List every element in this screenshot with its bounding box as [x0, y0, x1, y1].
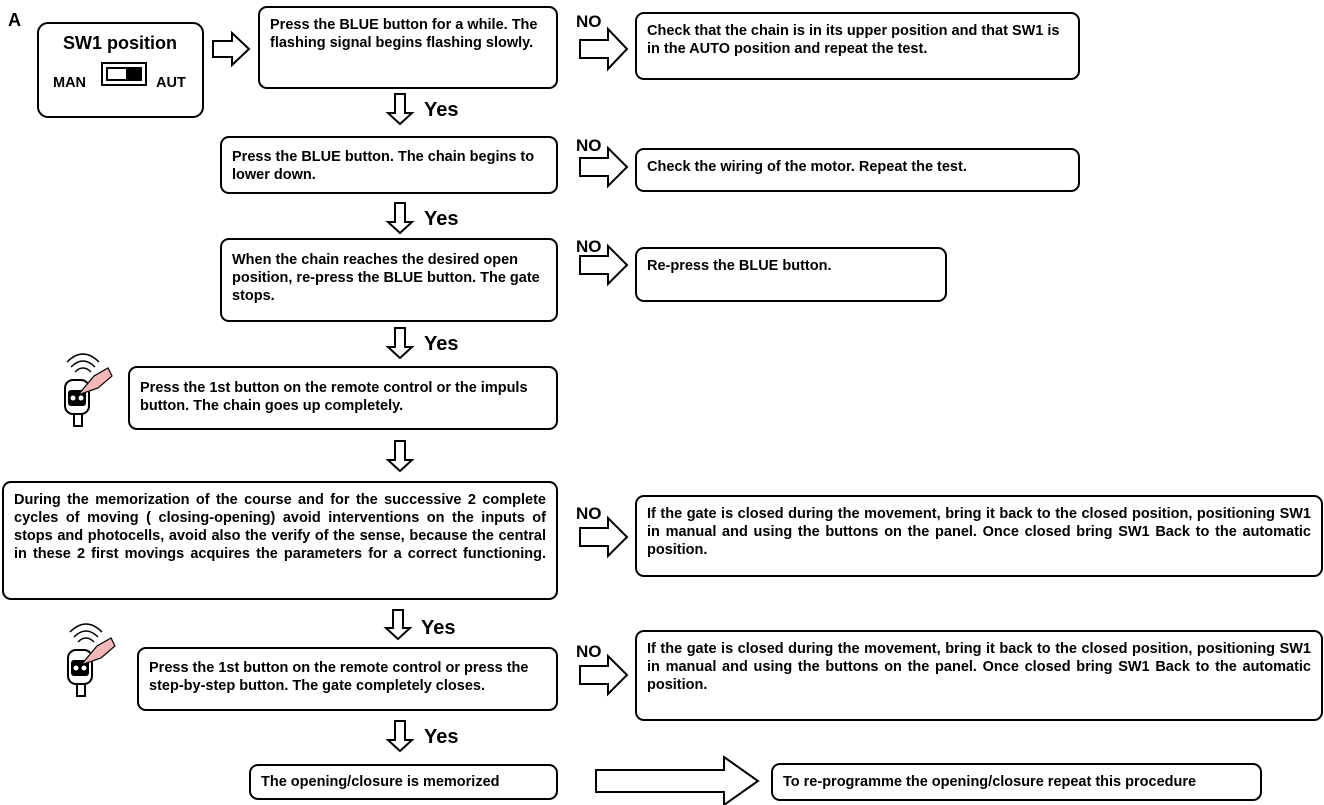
yes-label-4: Yes — [421, 617, 456, 639]
yes-label-2: Yes — [424, 208, 459, 230]
sw1-man-label: MAN — [53, 75, 87, 91]
step-7-box: The opening/closure is memorized — [249, 764, 558, 800]
no-branch-2-box: Check the wiring of the motor. Repeat th… — [635, 148, 1080, 192]
step-5-box: During the memorization of the course an… — [2, 481, 558, 600]
right-arrow-icon — [579, 515, 629, 559]
yes-label-1: Yes — [424, 99, 459, 121]
step-6-box: Press the 1st button on the remote contr… — [137, 647, 558, 711]
remote-control-icon — [67, 623, 116, 697]
down-arrow-icon — [385, 720, 415, 753]
down-arrow-icon — [385, 440, 415, 473]
down-arrow-icon — [385, 93, 415, 126]
no-branch-4-box: If the gate is closed during the movemen… — [635, 495, 1323, 577]
no-label-5: NO — [576, 642, 602, 661]
step-2-box: Press the BLUE button. The chain begins … — [220, 136, 558, 194]
switch-icon — [101, 62, 147, 86]
no-label-1: NO — [576, 12, 602, 31]
no-branch-3-box: Re-press the BLUE button. — [635, 247, 947, 302]
sw1-position-box: SW1 position MAN AUT — [37, 22, 204, 118]
right-arrow-icon — [595, 755, 760, 805]
right-arrow-icon — [579, 243, 629, 287]
right-arrow-icon — [579, 26, 629, 72]
right-arrow-icon — [212, 30, 251, 68]
remote-control-icon — [64, 353, 113, 427]
right-arrow-icon — [579, 145, 629, 189]
down-arrow-icon — [383, 609, 413, 641]
down-arrow-icon — [385, 327, 415, 360]
right-arrow-icon — [579, 653, 629, 697]
no-label-3: NO — [576, 237, 602, 256]
step-1-box: Press the BLUE button for a while. The f… — [258, 6, 558, 89]
yes-label-3: Yes — [424, 333, 459, 355]
no-label-2: NO — [576, 136, 602, 155]
sw1-aut-label: AUT — [156, 75, 186, 91]
final-note-box: To re-programme the opening/closure repe… — [771, 763, 1262, 801]
section-label: A — [8, 10, 21, 30]
no-label-4: NO — [576, 504, 602, 523]
no-branch-1-box: Check that the chain is in its upper pos… — [635, 12, 1080, 80]
step-4-box: Press the 1st button on the remote contr… — [128, 366, 558, 430]
yes-label-5: Yes — [424, 726, 459, 748]
down-arrow-icon — [385, 202, 415, 235]
step-3-box: When the chain reaches the desired open … — [220, 238, 558, 322]
no-branch-5-box: If the gate is closed during the movemen… — [635, 630, 1323, 721]
sw1-title: SW1 position — [63, 33, 177, 53]
